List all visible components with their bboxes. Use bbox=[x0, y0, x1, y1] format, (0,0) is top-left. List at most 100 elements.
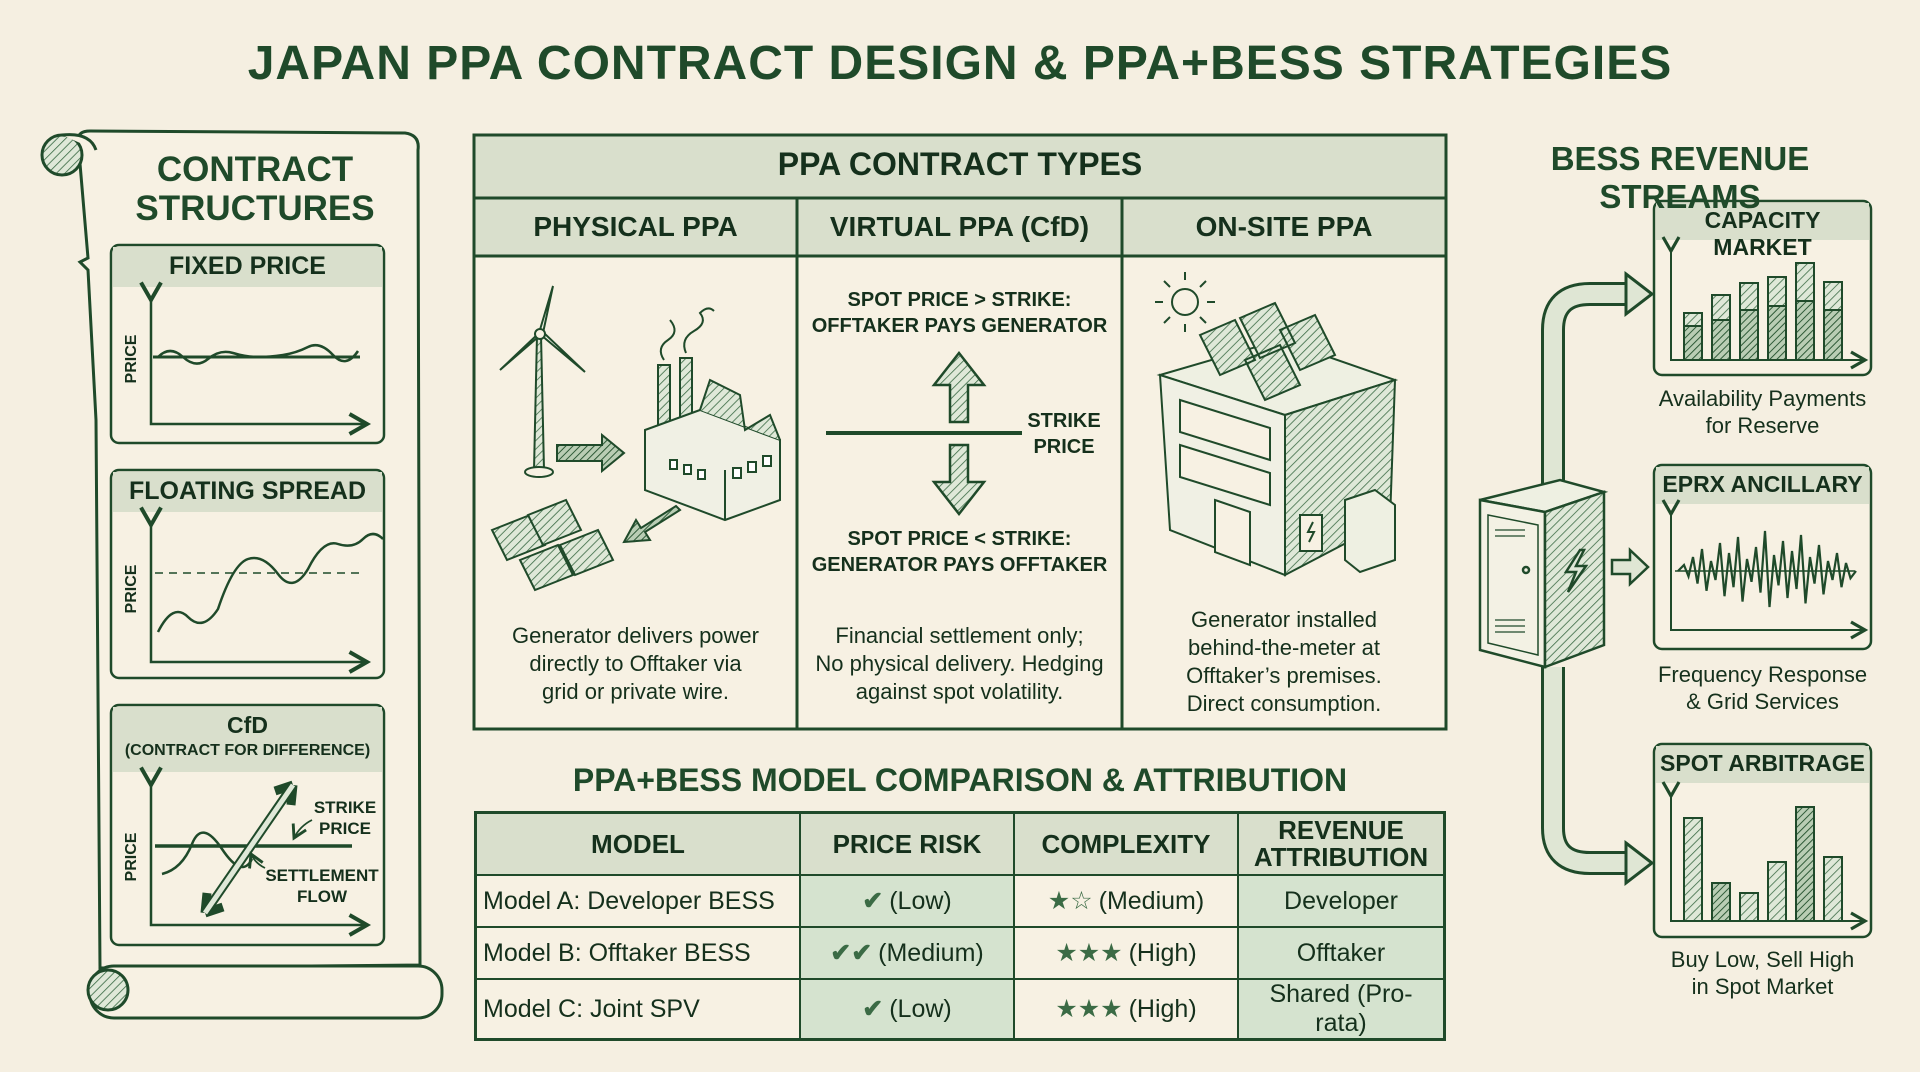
onsite-ppa-title: ON-SITE PPA bbox=[1195, 211, 1373, 242]
virtual-ppa-description: Financial settlement only; No physical d… bbox=[797, 622, 1122, 706]
caption-line: for Reserve bbox=[1705, 413, 1820, 438]
arbitrage-bar bbox=[1767, 861, 1787, 922]
desc-line: Generator delivers power bbox=[511, 623, 759, 648]
spot-arbitrage-caption: Buy Low, Sell High in Spot Market bbox=[1630, 946, 1895, 1000]
revenue-attribution-cell: Offtaker bbox=[1237, 926, 1446, 980]
desc-line: Offtaker’s premises. bbox=[1186, 663, 1382, 688]
header-price-risk: PRICE RISK bbox=[799, 811, 1015, 876]
page-title: JAPAN PPA CONTRACT DESIGN & PPA+BESS STR… bbox=[247, 37, 1673, 90]
header-revenue-attribution: REVENUE ATTRIBUTION bbox=[1237, 811, 1446, 876]
text-line: OFFTAKER PAYS GENERATOR bbox=[811, 315, 1108, 337]
revenue-attribution-cell: Developer bbox=[1237, 874, 1446, 928]
complexity-label: (Medium) bbox=[1098, 887, 1205, 915]
table-row: Model C: Joint SPV✔(Low)★★★(High)Shared … bbox=[474, 978, 1446, 1041]
caption-line: Frequency Response bbox=[1657, 662, 1868, 687]
arrow-to-solar-icon bbox=[622, 504, 682, 544]
arbitrage-bar bbox=[1823, 856, 1843, 922]
table-row: Model A: Developer BESS✔(Low)★☆(Medium)D… bbox=[474, 874, 1446, 928]
price-risk-label: (Low) bbox=[889, 887, 952, 915]
star-filled-icon: ★ bbox=[1055, 939, 1078, 967]
star-empty-icon: ☆ bbox=[1070, 887, 1093, 915]
spot-above-strike-text: SPOT PRICE > STRIKE: OFFTAKER PAYS GENER… bbox=[797, 287, 1122, 339]
sun-icon bbox=[1155, 272, 1215, 332]
star-filled-icon: ★ bbox=[1055, 995, 1078, 1023]
star-filled-icon: ★ bbox=[1077, 939, 1101, 967]
fixed-price-ylabel: PRICE bbox=[123, 334, 140, 384]
header-complexity: COMPLEXITY bbox=[1013, 811, 1239, 876]
label-line: FLOW bbox=[296, 887, 348, 906]
factory-icon bbox=[644, 307, 781, 522]
structure-charts bbox=[139, 281, 384, 937]
check-icon: ✔ bbox=[862, 995, 884, 1023]
text-line: STRIKE bbox=[1027, 410, 1101, 432]
solar-panel-icon bbox=[490, 498, 615, 592]
settlement-flow-label: SETTLEMENT FLOW bbox=[262, 865, 382, 907]
heading-line: STRUCTURES bbox=[135, 189, 375, 228]
complexity-label: (High) bbox=[1128, 939, 1197, 967]
bess-flow-arrows bbox=[1541, 270, 1655, 887]
comparison-title: PPA+BESS MODEL COMPARISON & ATTRIBUTION bbox=[572, 762, 1348, 798]
desc-line: grid or private wire. bbox=[541, 679, 730, 704]
arbitrage-bar bbox=[1711, 882, 1731, 922]
price-risk-cell: ✔✔(Medium) bbox=[799, 926, 1015, 980]
revenue-attribution-cell: Shared (Pro-rata) bbox=[1237, 978, 1446, 1041]
spot-below-strike-text: SPOT PRICE < STRIKE: GENERATOR PAYS OFFT… bbox=[797, 526, 1122, 578]
model-cell: Model B: Offtaker BESS bbox=[474, 926, 801, 980]
desc-line: No physical delivery. Hedging bbox=[815, 651, 1104, 676]
virtual-ppa-diagram bbox=[826, 350, 1022, 517]
star-filled-icon: ★ bbox=[1100, 995, 1123, 1023]
star-filled-icon: ★ bbox=[1077, 995, 1101, 1023]
contract-structures-heading: CONTRACT STRUCTURES bbox=[90, 150, 420, 228]
model-cell: Model C: Joint SPV bbox=[474, 978, 801, 1041]
complexity-label: (High) bbox=[1128, 995, 1197, 1023]
eprx-ancillary-title: EPRX ANCILLARY bbox=[1662, 471, 1863, 497]
text-line: SPOT PRICE > STRIKE: bbox=[847, 289, 1072, 311]
desc-line: behind-the-meter at bbox=[1188, 635, 1380, 660]
star-filled-icon: ★ bbox=[1100, 939, 1123, 967]
physical-ppa-description: Generator delivers power directly to Off… bbox=[474, 622, 797, 706]
cfd-subtitle: (CONTRACT FOR DIFFERENCE) bbox=[124, 742, 371, 759]
caption-line: Availability Payments bbox=[1658, 386, 1867, 411]
eprx-ancillary-caption: Frequency Response & Grid Services bbox=[1630, 661, 1895, 715]
text-line: PRICE bbox=[1033, 436, 1095, 458]
capacity-bar-base bbox=[1795, 300, 1815, 361]
capacity-bar-base bbox=[1823, 309, 1843, 361]
arbitrage-bar bbox=[1739, 892, 1759, 922]
spot-arbitrage-title: SPOT ARBITRAGE bbox=[1660, 750, 1865, 776]
floating-spread-title: FLOATING SPREAD bbox=[128, 477, 367, 505]
arbitrage-bar bbox=[1683, 817, 1703, 922]
building-with-solar-icon bbox=[1156, 301, 1399, 577]
star-filled-icon: ★ bbox=[1047, 887, 1071, 915]
heading-line: CONTRACT bbox=[156, 150, 354, 189]
caption-line: Buy Low, Sell High bbox=[1670, 947, 1855, 972]
model-cell: Model A: Developer BESS bbox=[474, 874, 801, 928]
complexity-cell: ★☆(Medium) bbox=[1013, 874, 1239, 928]
text-line: SPOT PRICE < STRIKE: bbox=[847, 528, 1072, 550]
desc-line: Generator installed bbox=[1191, 607, 1377, 632]
capacity-market-caption: Availability Payments for Reserve bbox=[1630, 385, 1895, 439]
bess-charts bbox=[1661, 236, 1869, 931]
desc-line: against spot volatility. bbox=[855, 679, 1064, 704]
label-line: PRICE bbox=[319, 819, 371, 838]
capacity-bar-base bbox=[1683, 325, 1703, 361]
text-line: GENERATOR PAYS OFFTAKER bbox=[811, 554, 1108, 576]
virtual-ppa-title: VIRTUAL PPA (CfD) bbox=[829, 211, 1090, 242]
ppa-types-title: PPA CONTRACT TYPES bbox=[777, 146, 1143, 182]
check-icon: ✔ bbox=[851, 939, 873, 967]
desc-line: Financial settlement only; bbox=[835, 623, 1084, 648]
onsite-ppa-description: Generator installed behind-the-meter at … bbox=[1122, 606, 1446, 718]
caption-line: in Spot Market bbox=[1691, 974, 1834, 999]
table-row: Model B: Offtaker BESS✔✔(Medium)★★★(High… bbox=[474, 926, 1446, 980]
cfd-ylabel: PRICE bbox=[123, 832, 140, 882]
label-line: SETTLEMENT bbox=[265, 866, 379, 885]
arbitrage-bar bbox=[1795, 806, 1815, 922]
caption-line: & Grid Services bbox=[1686, 689, 1839, 714]
price-risk-cell: ✔(Low) bbox=[799, 978, 1015, 1041]
header-model: MODEL bbox=[474, 811, 801, 876]
arrow-to-factory-icon bbox=[556, 432, 626, 474]
desc-line: directly to Offtaker via bbox=[529, 651, 742, 676]
strike-price-text: STRIKE PRICE bbox=[1025, 408, 1103, 460]
capacity-bar-base bbox=[1767, 305, 1787, 361]
floating-spread-ylabel: PRICE bbox=[123, 564, 140, 614]
capacity-bar-base bbox=[1739, 309, 1759, 361]
